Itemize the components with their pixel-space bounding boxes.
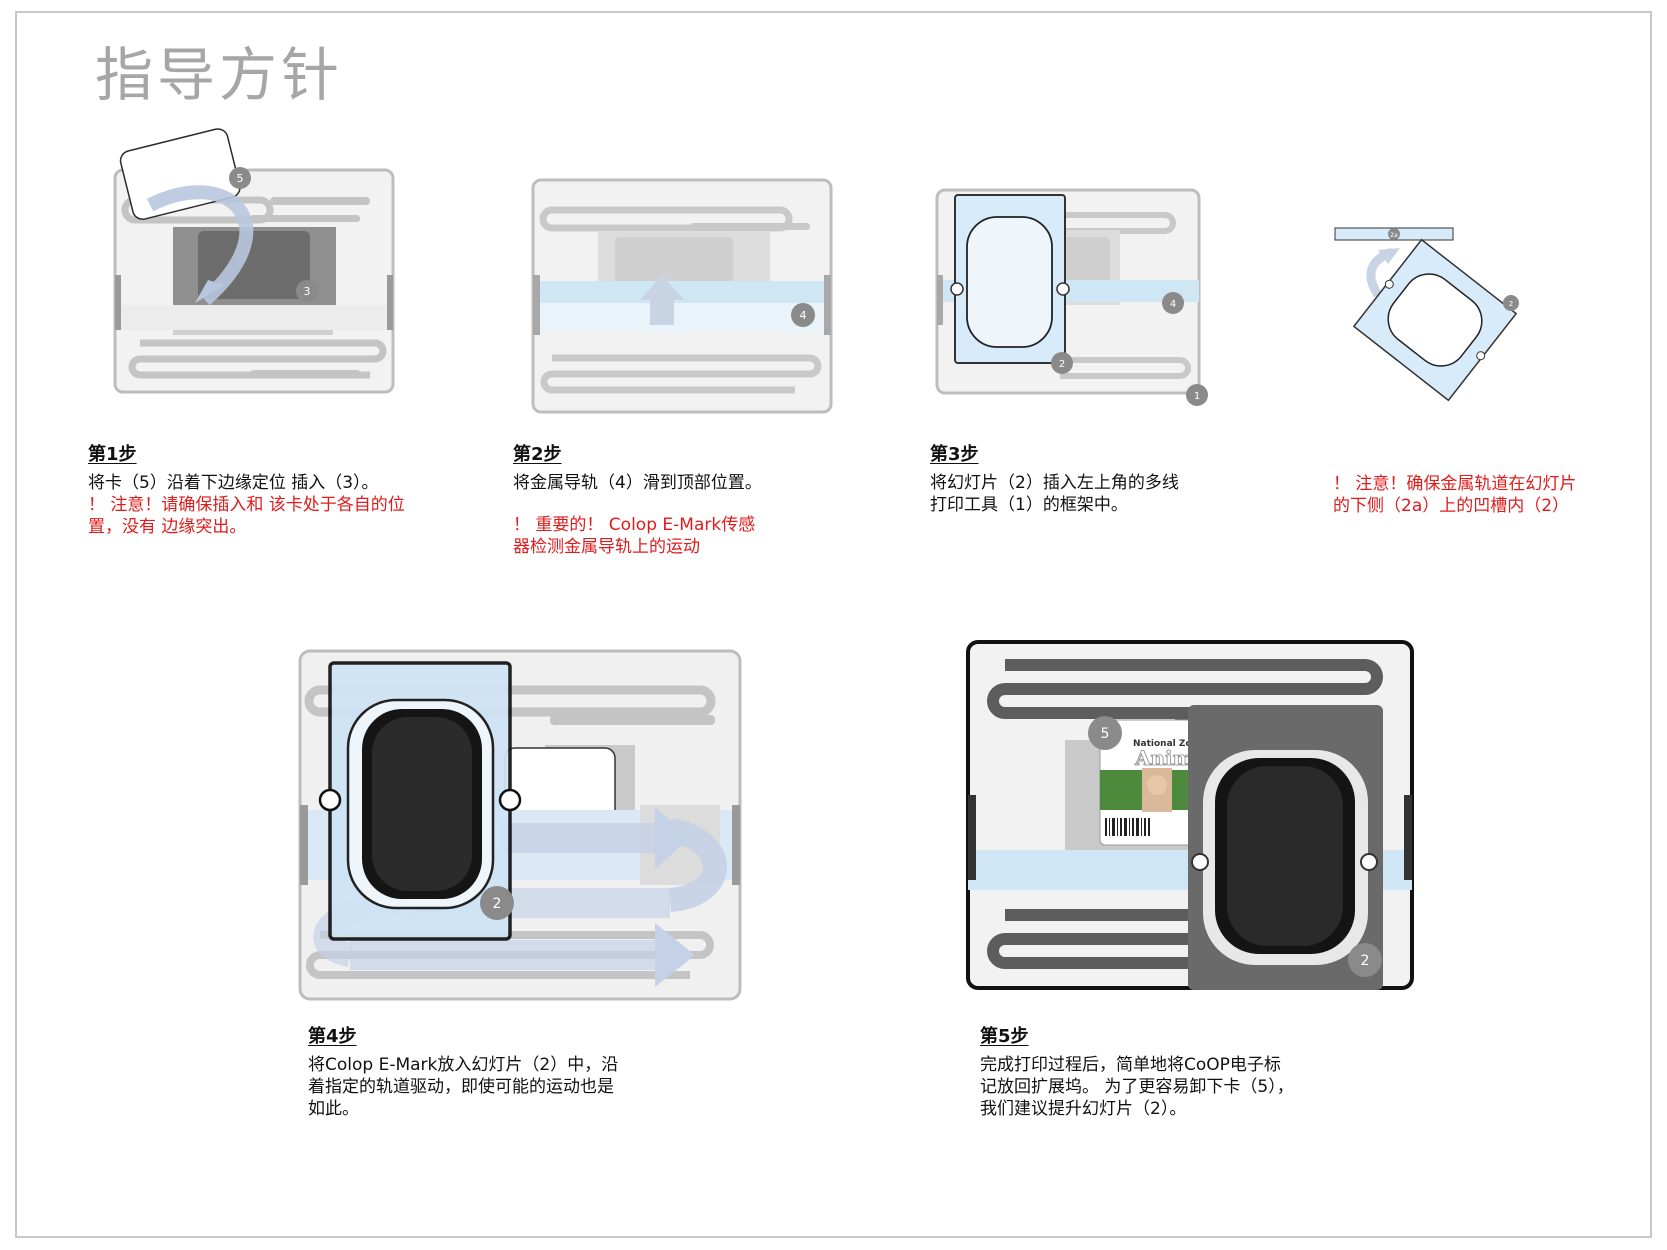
barcode	[1105, 818, 1150, 836]
svg-text:1: 1	[1194, 391, 1200, 402]
step-2-heading: 第2步	[513, 444, 562, 465]
step-3: 第3步 将幻灯片（2）插入左上角的多线 打印工具（1）的框架中。	[930, 440, 1230, 516]
svg-text:2: 2	[1059, 359, 1065, 370]
step-2-text: 将金属导轨（4）滑到顶部位置。	[513, 473, 762, 493]
step-2-warning: ！ 重要的！ Colop E-Mark传感 器检测金属导轨上的运动	[513, 515, 756, 557]
svg-text:4: 4	[1170, 299, 1176, 310]
callout-2a: 2a	[1388, 228, 1400, 240]
step-4-heading: 第4步	[308, 1026, 357, 1047]
svg-text:5: 5	[237, 172, 244, 185]
callout-1: 1	[1186, 384, 1208, 406]
svg-text:2: 2	[493, 896, 502, 912]
slide-detail-illustration: 2a 2	[1334, 227, 1519, 402]
callout-3: 3	[296, 280, 318, 302]
step-2: 第2步 将金属导轨（4）滑到顶部位置。 ！ 重要的！ Colop E-Mark传…	[513, 440, 843, 558]
step3-illustration: 4 2 1	[935, 188, 1208, 406]
svg-text:2: 2	[1509, 300, 1513, 308]
callout-5: 5	[229, 167, 251, 189]
svg-text:2: 2	[1361, 953, 1370, 969]
step1-illustration: 5 3	[113, 128, 395, 394]
step-3-text: 将幻灯片（2）插入左上角的多线 打印工具（1）的框架中。	[930, 473, 1179, 515]
page-frame	[15, 11, 1652, 1238]
svg-text:4: 4	[800, 309, 807, 322]
callout-2c: 2	[480, 886, 514, 920]
svg-text:3: 3	[304, 285, 311, 298]
step-5-text: 完成打印过程后，简单地将CoOP电子标 记放回扩展坞。 为了更容易卸下卡（5），…	[980, 1055, 1294, 1119]
step2-illustration: 4	[531, 178, 833, 414]
step-3-note-warning: ！ 注意！确保金属轨道在幻灯片 的下侧（2a）上的凹槽内（2）	[1333, 474, 1577, 516]
step-5: 第5步 完成打印过程后，简单地将CoOP电子标 记放回扩展坞。 为了更容易卸下卡…	[980, 1022, 1380, 1120]
step-1-heading: 第1步	[88, 444, 137, 465]
step-3-heading: 第3步	[930, 444, 979, 465]
callout-4: 4	[791, 303, 815, 327]
step4-illustration: 2	[298, 649, 742, 1001]
callout-2d: 2	[1348, 943, 1382, 977]
step-5-heading: 第5步	[980, 1026, 1029, 1047]
step-1-text: 将卡（5）沿着下边缘定位 插入（3）。	[88, 473, 379, 493]
page-title: 指导方针	[95, 41, 344, 109]
step-3-note: ！ 注意！确保金属轨道在幻灯片 的下侧（2a）上的凹槽内（2）	[1333, 473, 1633, 517]
svg-text:2a: 2a	[1390, 232, 1398, 239]
callout-5b: 5	[1088, 716, 1122, 750]
step-1-warning: ！ 注意！请确保插入和 该卡处于各自的位 置，没有 边缘突出。	[88, 495, 405, 537]
step-4-text: 将Colop E-Mark放入幻灯片（2）中，沿 着指定的轨道驱动，即使可能的运…	[308, 1055, 619, 1119]
callout-2: 2	[1051, 352, 1073, 374]
step5-illustration: National Zoo Animal 5 2	[966, 640, 1414, 990]
step-4: 第4步 将Colop E-Mark放入幻灯片（2）中，沿 着指定的轨道驱动，即使…	[308, 1022, 708, 1120]
step-1: 第1步 将卡（5）沿着下边缘定位 插入（3）。 ！ 注意！请确保插入和 该卡处于…	[88, 440, 478, 538]
card-org: National Zoo	[1133, 739, 1198, 749]
callout-2b: 2	[1503, 295, 1519, 311]
svg-text:5: 5	[1101, 726, 1110, 742]
callout-4b: 4	[1162, 292, 1184, 314]
